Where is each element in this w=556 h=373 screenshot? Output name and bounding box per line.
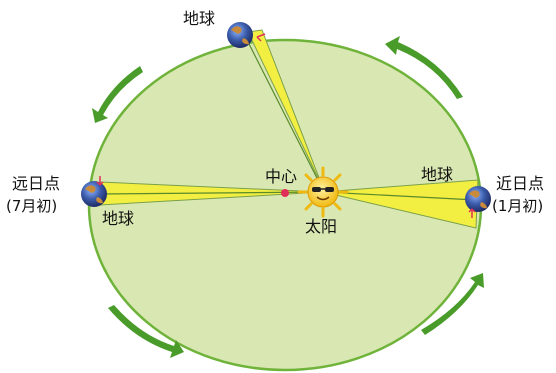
earth-label-top: 地球: [183, 9, 216, 28]
earth-label-right: 地球: [421, 165, 454, 184]
aphelion-label: 远日点: [12, 174, 61, 193]
earth-icon: [465, 186, 491, 218]
sector-top: [247, 29, 324, 189]
earth-label-left: 地球: [102, 209, 135, 228]
sun-label: 太阳: [305, 217, 338, 236]
aphelion-date: (7月初): [6, 197, 58, 215]
orbit-center-dot: [281, 189, 289, 197]
orbit-arrow-icon: [92, 36, 484, 358]
sun-icon: [297, 166, 349, 218]
perihelion-date: (1月初): [492, 197, 544, 215]
perihelion-label: 近日点: [496, 174, 545, 193]
earth-icon: [227, 22, 266, 48]
earth-icon: [81, 176, 107, 207]
center-label: 中心: [265, 167, 298, 186]
